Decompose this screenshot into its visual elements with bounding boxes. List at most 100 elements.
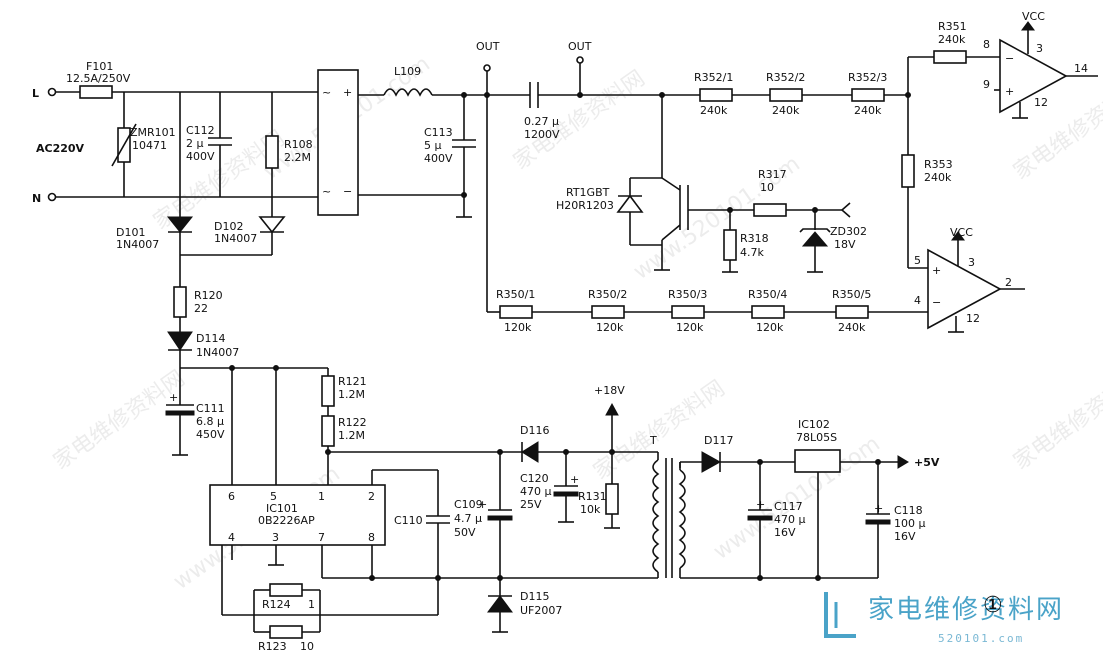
label-c117: C117 [774,500,803,513]
diode-d114 [167,331,193,351]
label-d114: D114 [196,332,225,345]
zener-zd302 [801,231,829,247]
resistor-r317 [753,203,787,217]
label-r350-3: R350/3 [668,288,707,301]
label-r350-5: R350/5 [832,288,871,301]
bridge-ac-pin: ~ [322,86,331,99]
label-r352-3-value: 240k [854,104,882,117]
ic101-pin: 6 [228,490,235,503]
label-d102: D102 [214,220,243,233]
label-c112: C112 [186,124,215,137]
out-terminal [483,64,491,72]
label-r350-4-value: 120k [756,321,784,334]
opamp1-pin: 12 [1034,96,1048,109]
resistor-r350-2 [591,305,625,319]
label-c113-voltage: 400V [424,152,453,165]
terminal-l [47,87,57,97]
terminal-n [47,192,57,202]
label-r317: R317 [758,168,787,181]
resistor-r108 [265,135,279,169]
opamp2-pin: 2 [1005,276,1012,289]
bridge-ac-pin: ~ [322,185,331,198]
output-section [483,21,1098,333]
resistor-r352-3 [851,88,885,102]
smps-section: + + [209,365,909,639]
label-r353-value: 240k [924,171,952,184]
label-ic102-part: 78L05S [796,431,837,444]
resistor-r131 [605,483,619,515]
label-c118: C118 [894,504,923,517]
opamp2-pin: 5 [914,254,921,267]
label-cap-027u: 0.27 μ [524,115,559,128]
input-section: + ~ + ~ − [47,69,530,456]
label-c109-voltage: 50V [454,526,476,539]
logo-bracket-icon [824,592,856,638]
label-r120: R120 [194,289,223,302]
opamp1-inverting: − [1005,52,1014,65]
label-out: OUT [568,40,592,53]
label-transformer: T [649,434,657,447]
label-c113-value: 5 μ [424,139,442,152]
c118-polarity: + [874,502,883,515]
brand-url: 520101.com [938,632,1024,645]
label-r350-2-value: 120k [596,321,624,334]
label-r124: R124 [262,598,291,611]
label-c120-value: 470 μ [520,485,552,498]
label-r352-1: R352/1 [694,71,733,84]
label-zmr101: ZMR101 [130,126,176,139]
diode-d115 [487,595,513,613]
diode-d101 [166,216,194,233]
label-c117-voltage: 16V [774,526,796,539]
inductor-l109 [383,88,433,97]
label-f101: F101 [86,60,113,73]
watermark-text: 家电维修资料网 [49,366,190,475]
opamp2-noninverting: + [932,264,941,277]
label-c110: C110 [394,514,423,527]
ic101-chip [209,484,386,546]
label-c118-value: 100 μ [894,517,926,530]
label-r352-2-value: 240k [772,104,800,117]
label-l109: L109 [394,65,421,78]
opamp1-pin: 3 [1036,42,1043,55]
label-r108: R108 [284,138,313,151]
label-c111-voltage: 450V [196,428,225,441]
diode-d117 [701,451,722,473]
resistor-r353 [901,154,915,188]
opamp1-pin: 14 [1074,62,1088,75]
label-r350-4: R350/4 [748,288,787,301]
brand-logo: 家电维修资料网 520101.com ① [824,592,1062,645]
label-igbt-part: H20R1203 [556,199,614,212]
diode-d116 [521,441,539,463]
opamp1-noninverting: + [1005,85,1014,98]
label-plus18v: +18V [594,384,625,397]
label-r318: R318 [740,232,769,245]
opamp1-pin: 9 [983,78,990,91]
label-f101-value: 12.5A/250V [66,72,131,85]
label-r350-3-value: 120k [676,321,704,334]
label-c117-value: 470 μ [774,513,806,526]
label-r122-value: 1.2M [338,429,365,442]
ic101-pin: 1 [318,490,325,503]
label-ic101: IC101 [266,502,298,515]
ic101-pin: 2 [368,490,375,503]
c109-polarity: + [478,498,487,511]
label-ic102: IC102 [798,418,830,431]
c111-polarity: + [169,391,178,404]
label-r318-value: 4.7k [740,246,764,259]
resistor-r350-1 [499,305,533,319]
label-vcc: VCC [1022,10,1045,23]
ic101-pin: 7 [318,531,325,544]
label-r351-value: 240k [938,33,966,46]
label-zmr101-value: 10471 [132,139,167,152]
label-r350-1: R350/1 [496,288,535,301]
label-c111: C111 [196,402,225,415]
plus18v-arrow [605,402,619,416]
resistor-r352-1 [699,88,733,102]
opamp2-pin: 4 [914,294,921,307]
label-ic101-part: 0B2226AP [258,514,315,527]
label-c120: C120 [520,472,549,485]
bridge-minus-pin: − [343,185,352,198]
label-d114-value: 1N4007 [196,346,239,359]
label-r353: R353 [924,158,953,171]
